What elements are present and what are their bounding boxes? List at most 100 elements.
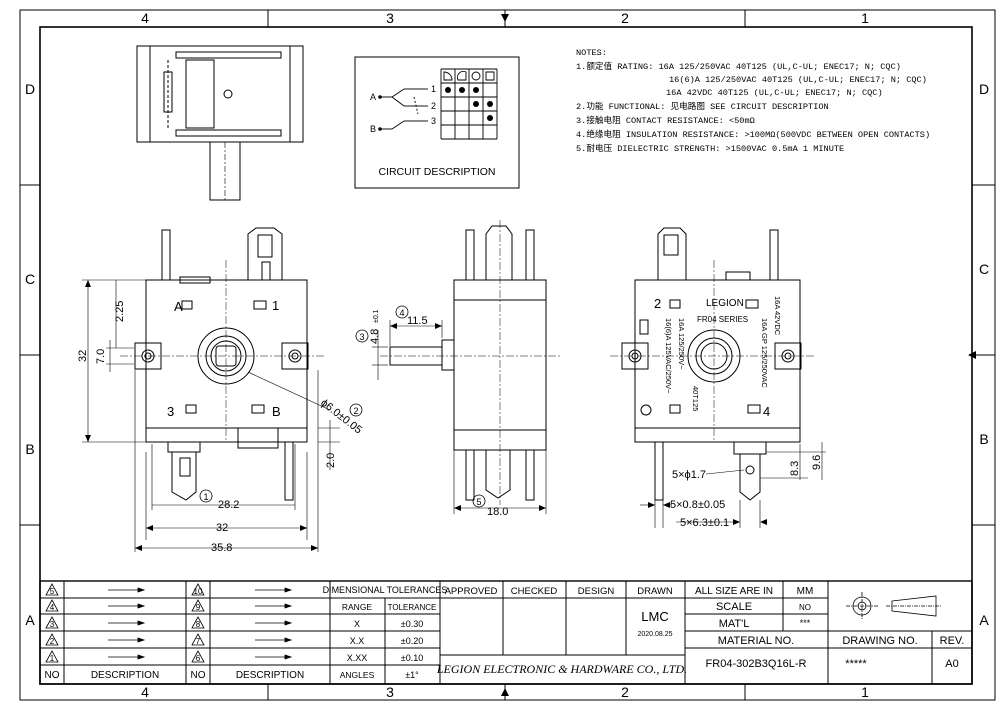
dim-shaft-diameter: ϕ6.0±0.05: [318, 397, 364, 437]
approved-label: APPROVED: [445, 586, 498, 597]
rev-num-4: 4: [50, 603, 55, 612]
dim-terminal-thickness: 5×0.8±0.05: [670, 499, 725, 511]
dim-18-0: 18.0: [487, 506, 508, 518]
rev-num-9: 9: [196, 603, 201, 612]
rev-desc-label-left: DESCRIPTION: [91, 670, 159, 681]
material-no: FR04-302B3Q16L-R: [706, 658, 807, 670]
tol-value-xx: ±0.20: [401, 636, 423, 646]
zone-row-c: C: [25, 271, 35, 287]
note-line-1c: 16A 42VDC 40T125 (UL,C-UL; ENEC17; N; CQ…: [666, 88, 883, 98]
dim-2-0: 2.0: [325, 453, 337, 468]
balloon-3: 3: [359, 332, 364, 342]
note-line-5: 5.耐电压 DIELECTRIC STRENGTH: >1500VAC 0.5m…: [576, 142, 844, 154]
tol-range-xx: X.X: [350, 636, 365, 646]
balloon-1: 1: [203, 492, 208, 502]
zone-row-a: A: [25, 612, 35, 628]
note-line-2: 2.功能 FUNCTIONAL: 见电路图 SEE CIRCUIT DESCRI…: [576, 100, 829, 112]
zone-row-d-right: D: [979, 81, 989, 97]
circuit-output-2: 2: [431, 101, 436, 111]
zone-col-2: 2: [621, 10, 629, 26]
circuit-input-a: A: [370, 92, 376, 102]
front-view: A 1 3 B: [77, 227, 364, 554]
front-term-3: 3: [167, 404, 174, 419]
size-label: ALL SIZE ARE IN: [695, 586, 773, 597]
drawn-by: LMC: [641, 609, 668, 624]
zone-col-1-bottom: 1: [861, 684, 869, 700]
rear-term-2: 2: [654, 296, 661, 311]
front-term-1: 1: [272, 298, 279, 313]
dim-35-8: 35.8: [211, 542, 232, 554]
rev-num-8: 8: [196, 620, 201, 629]
drawing-no-label: DRAWING NO.: [842, 635, 917, 647]
dim-4-8-tolerance: ±0.1: [373, 309, 380, 323]
dim-hole-diameter: 5×ϕ1.7: [672, 469, 706, 481]
zone-col-3: 3: [386, 10, 394, 26]
circuit-caption: CIRCUIT DESCRIPTION: [378, 166, 495, 178]
centering-marks: [501, 14, 976, 696]
tol-value-angles: ±1°: [405, 670, 419, 680]
dim-32-vertical: 32: [77, 350, 89, 362]
rev-num-6: 6: [196, 654, 201, 663]
dim-9-6: 9.6: [811, 455, 823, 470]
rear-series: FR04 SERIES: [697, 315, 748, 324]
balloon-5: 5: [476, 497, 481, 507]
rear-mark-5: 16A GP 125/250VAC: [760, 318, 769, 388]
scale-label: SCALE: [716, 601, 752, 613]
rev-no-label-right: NO: [191, 670, 206, 681]
front-term-a: A: [174, 299, 183, 314]
note-line-1: 1.额定值 RATING: 16A 125/250VAC 40T125 (UL,…: [576, 60, 901, 72]
notes: NOTES: 1.额定值 RATING: 16A 125/250VAC 40T1…: [576, 48, 930, 154]
rear-mark-4: 16A 42VDC: [773, 296, 782, 336]
note-line-3: 3.接触电阻 CONTACT RESISTANCE: <50mΩ: [576, 114, 755, 126]
drawn-label: DRAWN: [637, 586, 673, 597]
rear-mark-3: 40T125: [691, 386, 700, 411]
note-line-4: 4.绝缘电阻 INSULATION RESISTANCE: >100MΩ(500…: [576, 128, 930, 140]
rev-num-5: 5: [50, 587, 55, 596]
rev-num-1: 1: [50, 654, 55, 663]
size-unit: MM: [797, 586, 814, 597]
drawing-no: *****: [845, 658, 867, 670]
zone-row-d: D: [25, 81, 35, 97]
dim-4-8: 4.8: [369, 329, 381, 344]
tolerances-title: DIMENSIONAL TOLERANCES: [323, 585, 448, 595]
dim-28-2: 28.2: [218, 499, 239, 511]
matl-value: ***: [800, 618, 811, 628]
rear-brand: LEGION: [706, 298, 744, 309]
zone-col-3-bottom: 3: [386, 684, 394, 700]
checked-label: CHECKED: [511, 586, 558, 597]
zone-row-c-right: C: [979, 261, 989, 277]
front-term-b: B: [272, 404, 281, 419]
design-label: DESIGN: [578, 586, 615, 597]
circuit-output-3: 3: [431, 116, 436, 126]
side-view: 11.5 4.8 ±0.1 18.0 4 3 5: [355, 220, 560, 518]
balloon-2: 2: [353, 406, 358, 416]
tolerances-range-label: RANGE: [342, 602, 373, 612]
rev-num-2: 2: [50, 637, 55, 646]
scale-value: NO: [799, 603, 811, 612]
zone-row-a-right: A: [979, 612, 989, 628]
rev-desc-label-right: DESCRIPTION: [236, 670, 304, 681]
rev-num-7: 7: [196, 637, 201, 646]
company-name: LEGION ELECTRONIC & HARDWARE CO., LTD.: [436, 662, 687, 676]
title-block: 5 4 3 2 1 10 9 8 7 6 NO DESCRIPTION NO D…: [39, 580, 973, 685]
drawn-date: 2020.08.25: [637, 631, 672, 638]
dim-11-5: 11.5: [407, 315, 428, 327]
top-view: [136, 45, 304, 201]
note-line-1b: 16(6)A 125/250VAC 40T125 (UL,C-UL; ENEC1…: [669, 75, 927, 85]
circuit-input-b: B: [370, 124, 376, 134]
zone-col-4-bottom: 4: [141, 684, 149, 700]
rev-num-3: 3: [50, 620, 55, 629]
circuit-output-1: 1: [431, 84, 436, 94]
rev-value: A0: [945, 658, 958, 670]
tol-value-x: ±0.30: [401, 619, 423, 629]
dim-8-3: 8.3: [789, 461, 801, 476]
zone-col-4: 4: [141, 10, 149, 26]
tolerances-tol-label: TOLERANCE: [388, 603, 437, 612]
rear-view: 2 4 LEGION FR04 SERIES 16A 125/250V~ 16(…: [610, 227, 826, 529]
projection-symbol: [846, 592, 942, 620]
tol-range-angles: ANGLES: [340, 670, 375, 680]
zone-row-b: B: [25, 441, 34, 457]
rev-label: REV.: [940, 635, 965, 647]
notes-title: NOTES:: [576, 48, 607, 58]
sheet-border: [19, 9, 996, 701]
